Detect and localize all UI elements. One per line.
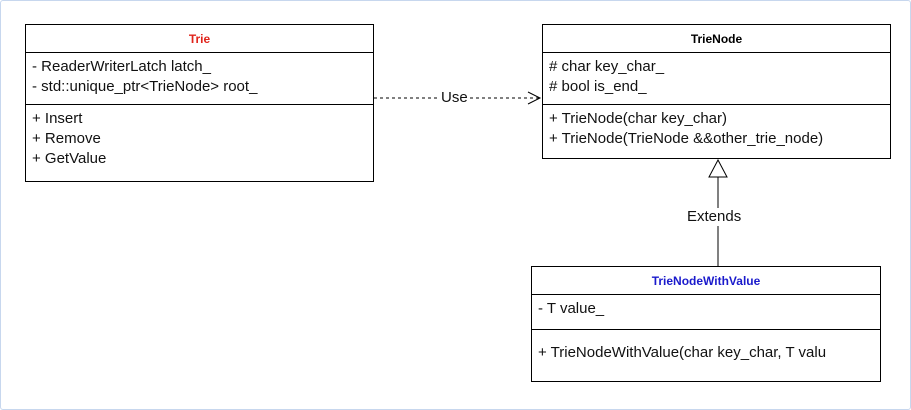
use-arrowhead — [527, 91, 542, 105]
trienode-with-value-class-name: TrieNodeWithValue — [532, 267, 880, 295]
extends-label: Extends — [686, 208, 743, 226]
trie-field: - ReaderWriterLatch latch_ — [32, 58, 211, 75]
trienode-method: + TrieNode(TrieNode &&other_trie_node) — [549, 130, 824, 147]
trienode-field: # bool is_end_ — [549, 78, 647, 95]
trienode-with-value-class-box[interactable]: TrieNodeWithValue - T value_ + TrieNodeW… — [531, 266, 881, 382]
trienode-with-value-method: + TrieNodeWithValue(char key_char, T val… — [538, 344, 827, 361]
trie-methods: + Insert + Remove + GetValue — [26, 105, 373, 169]
trie-class-box[interactable]: Trie - ReaderWriterLatch latch_ - std::u… — [25, 24, 374, 182]
trienode-class-box[interactable]: TrieNode # char key_char_ # bool is_end_… — [542, 24, 891, 159]
trie-method: + Remove — [32, 130, 101, 147]
trie-fields: - ReaderWriterLatch latch_ - std::unique… — [26, 53, 373, 105]
trienode-field: # char key_char_ — [549, 58, 665, 75]
trienode-with-value-field: - T value_ — [538, 300, 605, 317]
trienode-with-value-fields: - T value_ — [532, 295, 880, 330]
trienode-class-name: TrieNode — [543, 25, 890, 53]
trienode-fields: # char key_char_ # bool is_end_ — [543, 53, 890, 105]
trienode-method: + TrieNode(char key_char) — [549, 110, 727, 127]
trienode-with-value-methods: + TrieNodeWithValue(char key_char, T val… — [532, 330, 880, 363]
trie-method: + GetValue — [32, 150, 107, 167]
extends-arrowhead — [708, 158, 728, 178]
use-label: Use — [440, 89, 469, 107]
trienode-methods: + TrieNode(char key_char) + TrieNode(Tri… — [543, 105, 890, 149]
trie-class-name: Trie — [26, 25, 373, 53]
trie-field: - std::unique_ptr<TrieNode> root_ — [32, 78, 258, 95]
trie-method: + Insert — [32, 110, 83, 127]
